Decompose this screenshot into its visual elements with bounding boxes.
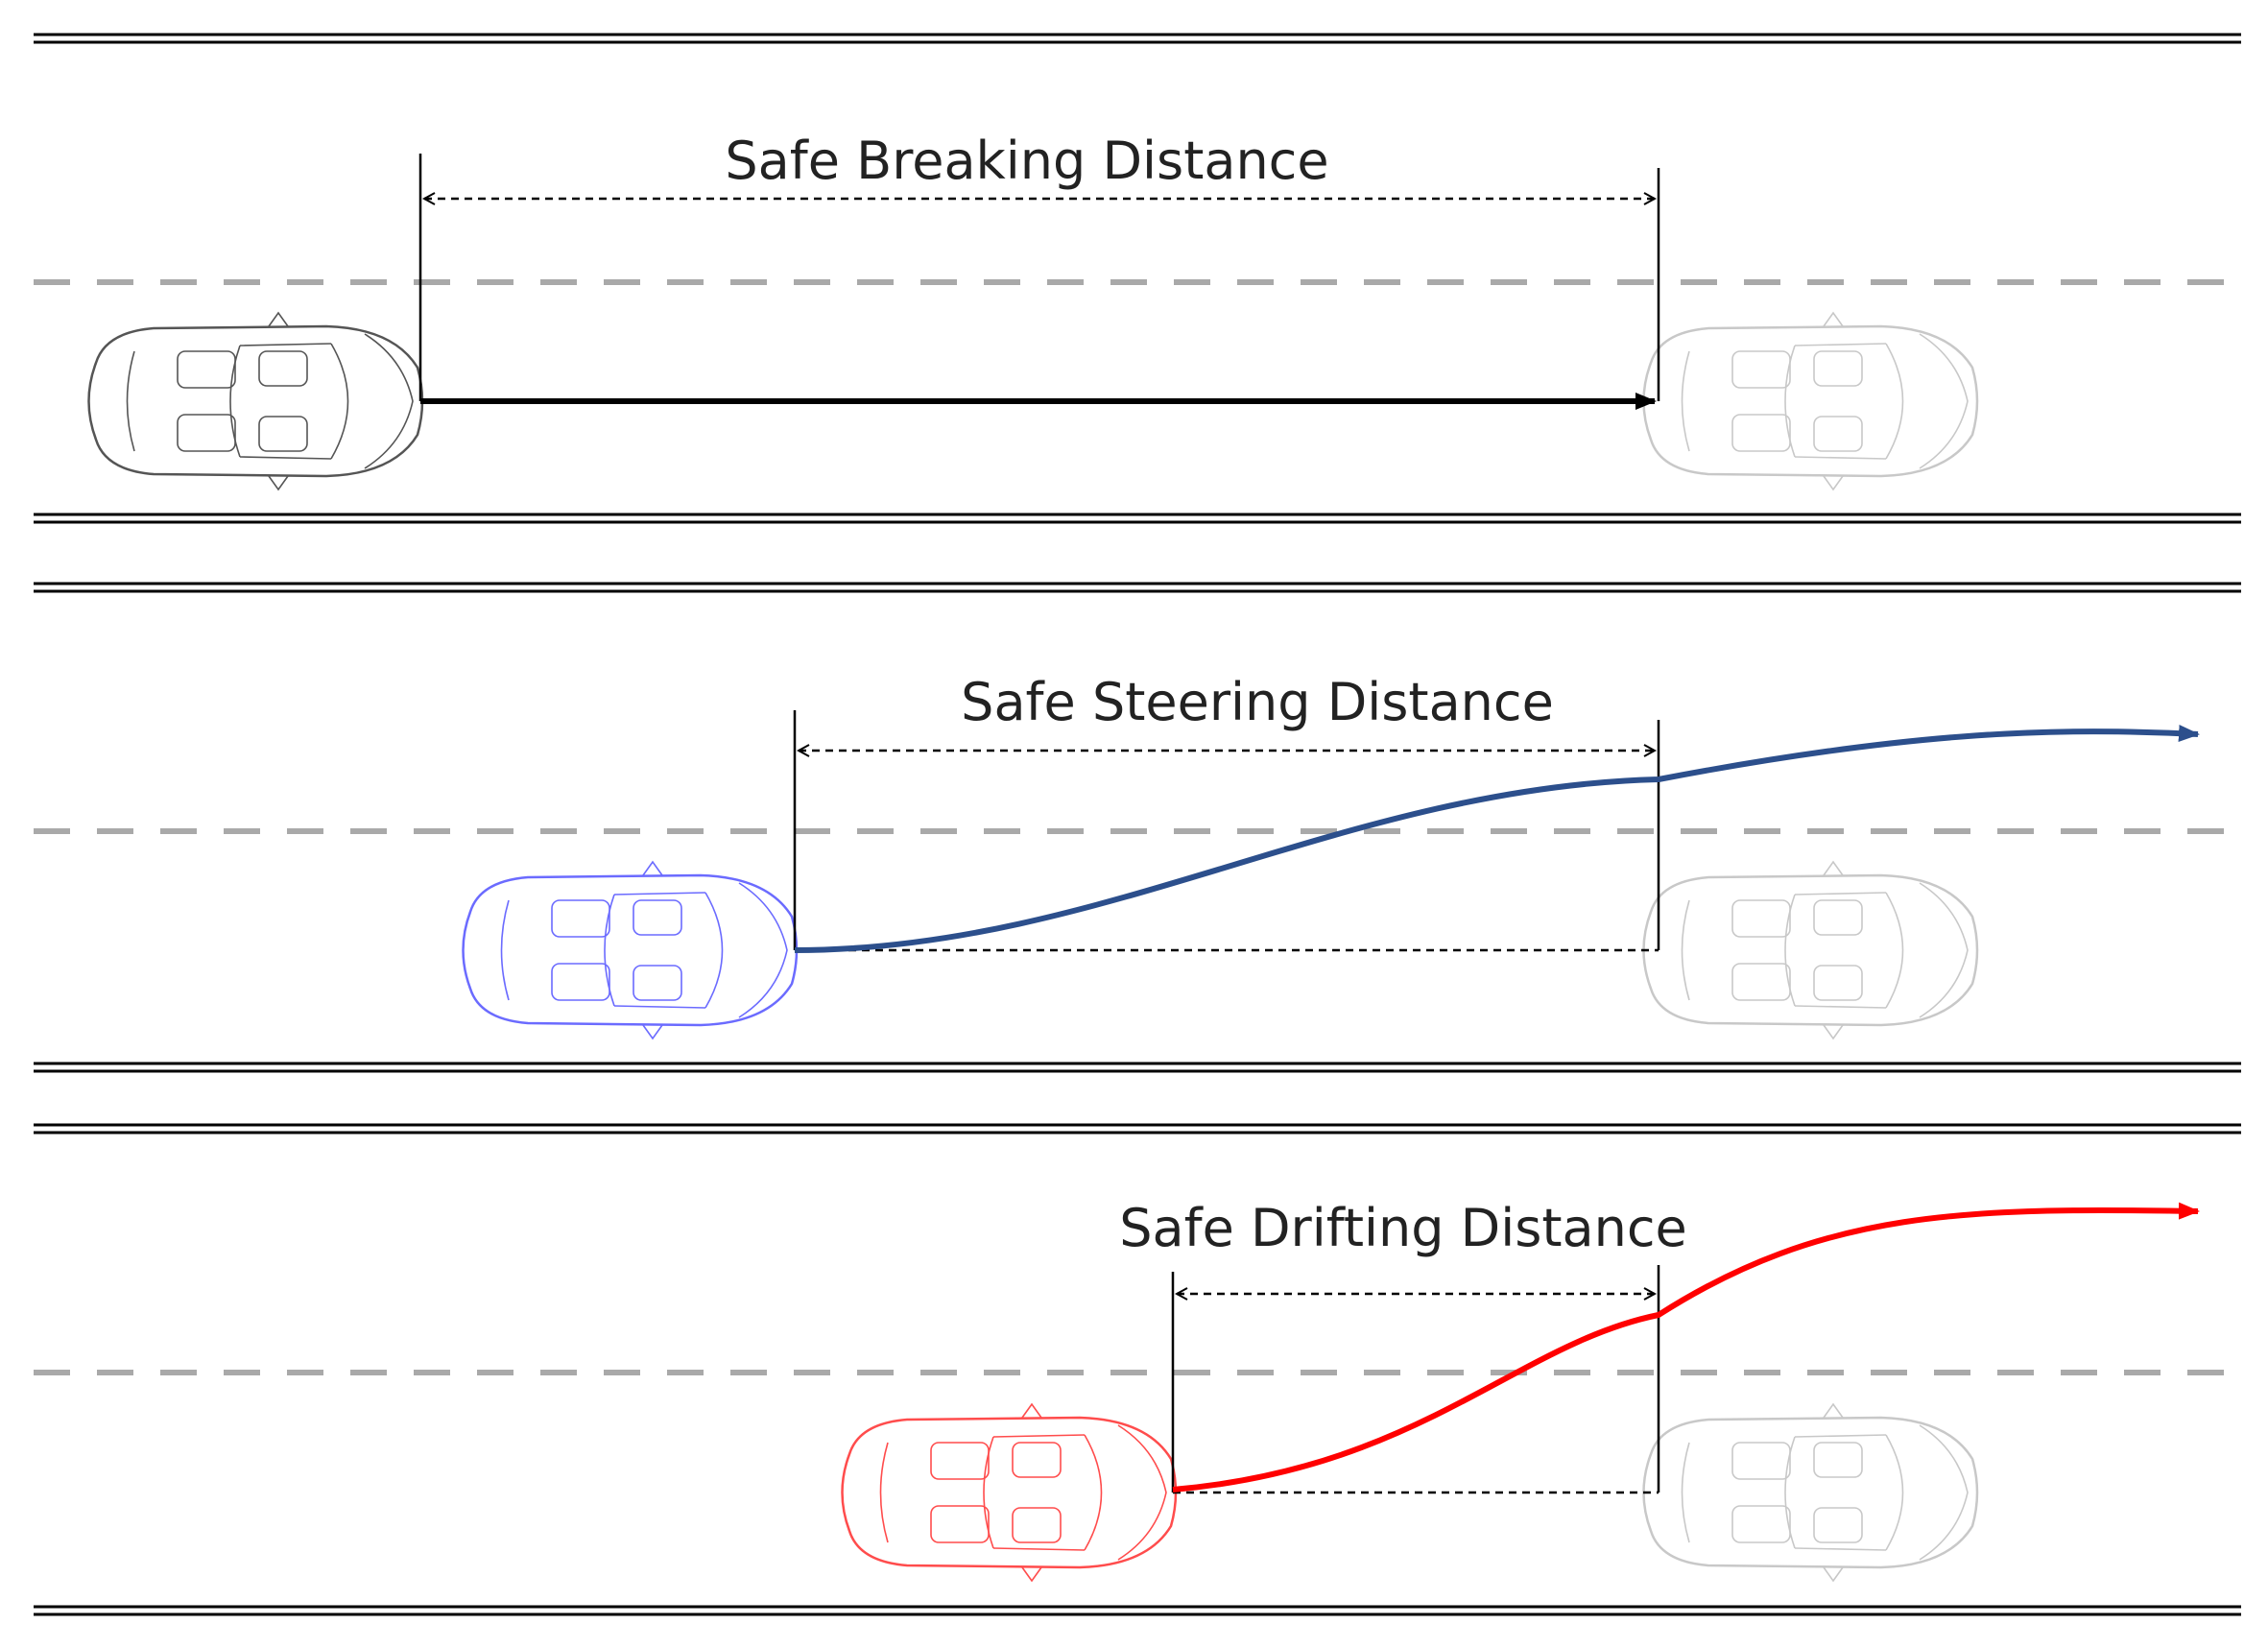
panel-drifting: Safe Drifting Distance	[34, 1123, 2241, 1616]
panel-steering: Safe Steering Distance	[34, 582, 2241, 1073]
panel-label: Safe Steering Distance	[961, 672, 1554, 732]
panel-label: Safe Drifting Distance	[1119, 1198, 1687, 1258]
ego-car	[462, 860, 799, 1040]
obstacle-car	[1642, 1402, 1979, 1583]
obstacle-car	[1642, 860, 1979, 1040]
panel-braking: Safe Breaking Distance	[34, 33, 2241, 524]
obstacle-car	[1642, 311, 1979, 491]
drifting-path	[1172, 1202, 2200, 1493]
panel-label: Safe Breaking Distance	[725, 131, 1328, 191]
ego-car	[87, 311, 424, 491]
ego-car	[841, 1402, 1178, 1583]
steering-path	[794, 725, 2200, 953]
